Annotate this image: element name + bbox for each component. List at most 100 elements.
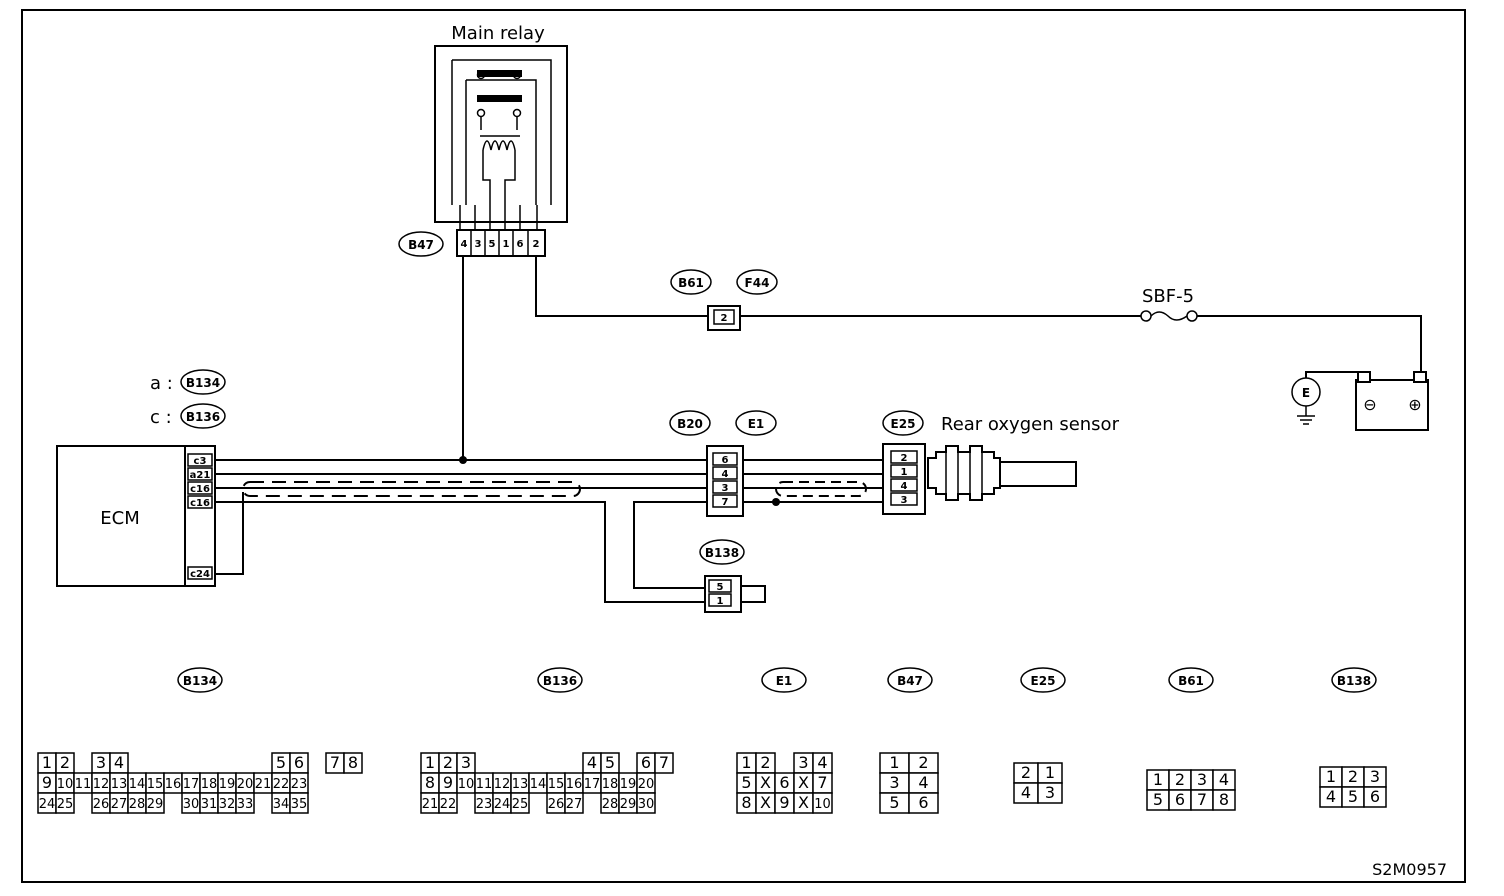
- figure-code: S2M0957: [1372, 860, 1447, 879]
- svg-text:5: 5: [489, 239, 496, 250]
- connector-cell-label: 3: [96, 753, 106, 772]
- connector-cell-label: 26: [548, 797, 565, 812]
- connector-cell-label: 1: [741, 753, 751, 772]
- connector-cell-label: 25: [57, 797, 74, 812]
- connector-cell-label: 5: [276, 753, 286, 772]
- connector-cell-label: 3: [1197, 770, 1207, 789]
- connector-view-tag-label-B134: B134: [183, 674, 217, 688]
- connector-cell-label: 7: [659, 753, 669, 772]
- connector-cell-label: 21: [422, 797, 439, 812]
- connector-cell-label: 4: [587, 753, 597, 772]
- connector-cell: [812, 792, 833, 814]
- connector-cell: [1212, 789, 1236, 811]
- connector-tag-B138: B138: [699, 539, 745, 565]
- connector-cell-label: 18: [201, 777, 218, 792]
- main-relay: Main relay 4 3 5 1 6 2 B47: [398, 23, 568, 257]
- connector-cell-label: 4: [918, 773, 928, 792]
- connector-cell-label: 8: [425, 773, 435, 792]
- battery: ⊖ ⊕: [1355, 371, 1429, 431]
- e25-pin-2: 2: [901, 453, 908, 464]
- connector-cell-label: 1: [1045, 763, 1055, 782]
- connector-cell-label: 23: [476, 797, 493, 812]
- connector-cell: [1363, 786, 1387, 808]
- ecm-pin-c3: c3: [194, 456, 207, 467]
- ecm-pin-c24: c24: [190, 569, 210, 580]
- connector-cell-label: 8: [741, 793, 751, 812]
- b138-pin-1: 1: [717, 596, 724, 607]
- connector-cell: [908, 792, 939, 814]
- connector-cell-label: 12: [93, 777, 110, 792]
- b20-pin-3: 3: [722, 483, 729, 494]
- connector-cell-label: 13: [111, 777, 128, 792]
- connector-cell-label: 19: [219, 777, 236, 792]
- connector-cell-label: 34: [273, 797, 290, 812]
- b61-pin-label: 2: [721, 313, 728, 324]
- connector-cell-label: 12: [494, 777, 511, 792]
- connector-cell-label: 28: [602, 797, 619, 812]
- connector-tag-B47-label: B47: [408, 238, 434, 252]
- connector-cell-label: 10: [57, 777, 74, 792]
- connector-cell-label: 15: [147, 777, 164, 792]
- connector-cell-label: 19: [620, 777, 637, 792]
- connector-cell-label: 5: [741, 773, 751, 792]
- connector-cell-label: 1: [42, 753, 52, 772]
- connector-cell-label: 4: [817, 753, 827, 772]
- connector-cell-label: 5: [889, 793, 899, 812]
- connector-cell-label: 2: [60, 753, 70, 772]
- connector-cell-label: 6: [1370, 787, 1380, 806]
- legend-c-connector: B136: [186, 410, 220, 424]
- e25-pin-3: 3: [901, 495, 908, 506]
- connector-view-tag-B61: [1168, 667, 1214, 693]
- ecm-pin-c16b: c16: [190, 498, 210, 509]
- connector-cell-label: 23: [291, 777, 308, 792]
- connector-view-tag-B134: [177, 667, 223, 693]
- svg-text:1: 1: [503, 239, 510, 250]
- b138-pin-5: 5: [717, 582, 724, 593]
- connector-view-tag-E25: [1020, 667, 1066, 693]
- connector-cell-label: 2: [918, 753, 928, 772]
- connector-cell-label: 31: [201, 797, 218, 812]
- svg-text:4: 4: [461, 239, 468, 250]
- diagram-frame: [21, 9, 1466, 883]
- connector-cell-label: 35: [291, 797, 308, 812]
- connector-cell-label: 2: [443, 753, 453, 772]
- connector-cell-label: 32: [219, 797, 236, 812]
- connector-view-tag-label-E25: E25: [1031, 674, 1056, 688]
- connector-cell-label: 8: [1219, 790, 1229, 809]
- connector-cell-label: 6: [779, 773, 789, 792]
- connector-cell: [510, 792, 530, 814]
- connector-view-tag-label-B138: B138: [1337, 674, 1371, 688]
- connector-cell: [235, 792, 255, 814]
- connector-cell-label: 1: [1153, 770, 1163, 789]
- connector-tag-B20-label: B20: [677, 417, 703, 431]
- legend-a-connector: B134: [186, 376, 220, 390]
- connector-view-tag-label-B47: B47: [897, 674, 923, 688]
- connector-cell-label: 26: [93, 797, 110, 812]
- connector-view-tag-label-B61: B61: [1178, 674, 1204, 688]
- connector-cell-label: 30: [638, 797, 655, 812]
- connector-cell-label: 7: [817, 773, 827, 792]
- connector-cell-label: 3: [1045, 783, 1055, 802]
- connector-cell-label: 17: [584, 777, 601, 792]
- connector-cell-label: 29: [147, 797, 164, 812]
- connector-cell-label: 17: [183, 777, 200, 792]
- connector-cell: [564, 792, 584, 814]
- connector-cell-label: 5: [605, 753, 615, 772]
- connector-cell-label: 14: [530, 777, 547, 792]
- wiring: [215, 256, 1422, 603]
- ground-icon: E: [1302, 386, 1310, 400]
- legend-c-prefix: c :: [150, 407, 172, 428]
- b20-pin-6: 6: [722, 455, 729, 466]
- fuse-label: SBF-5: [1142, 286, 1194, 307]
- legend-a-prefix: a :: [150, 373, 173, 394]
- connector-cell-label: 14: [129, 777, 146, 792]
- connector-cell-label: 7: [330, 753, 340, 772]
- connector-cell-label: 27: [566, 797, 583, 812]
- joint-connector-b20-e1: B20 E1 6 4 3 7: [669, 410, 777, 517]
- connector-tag-F44: F44: [736, 269, 778, 295]
- connector-cell-label: 10: [458, 777, 475, 792]
